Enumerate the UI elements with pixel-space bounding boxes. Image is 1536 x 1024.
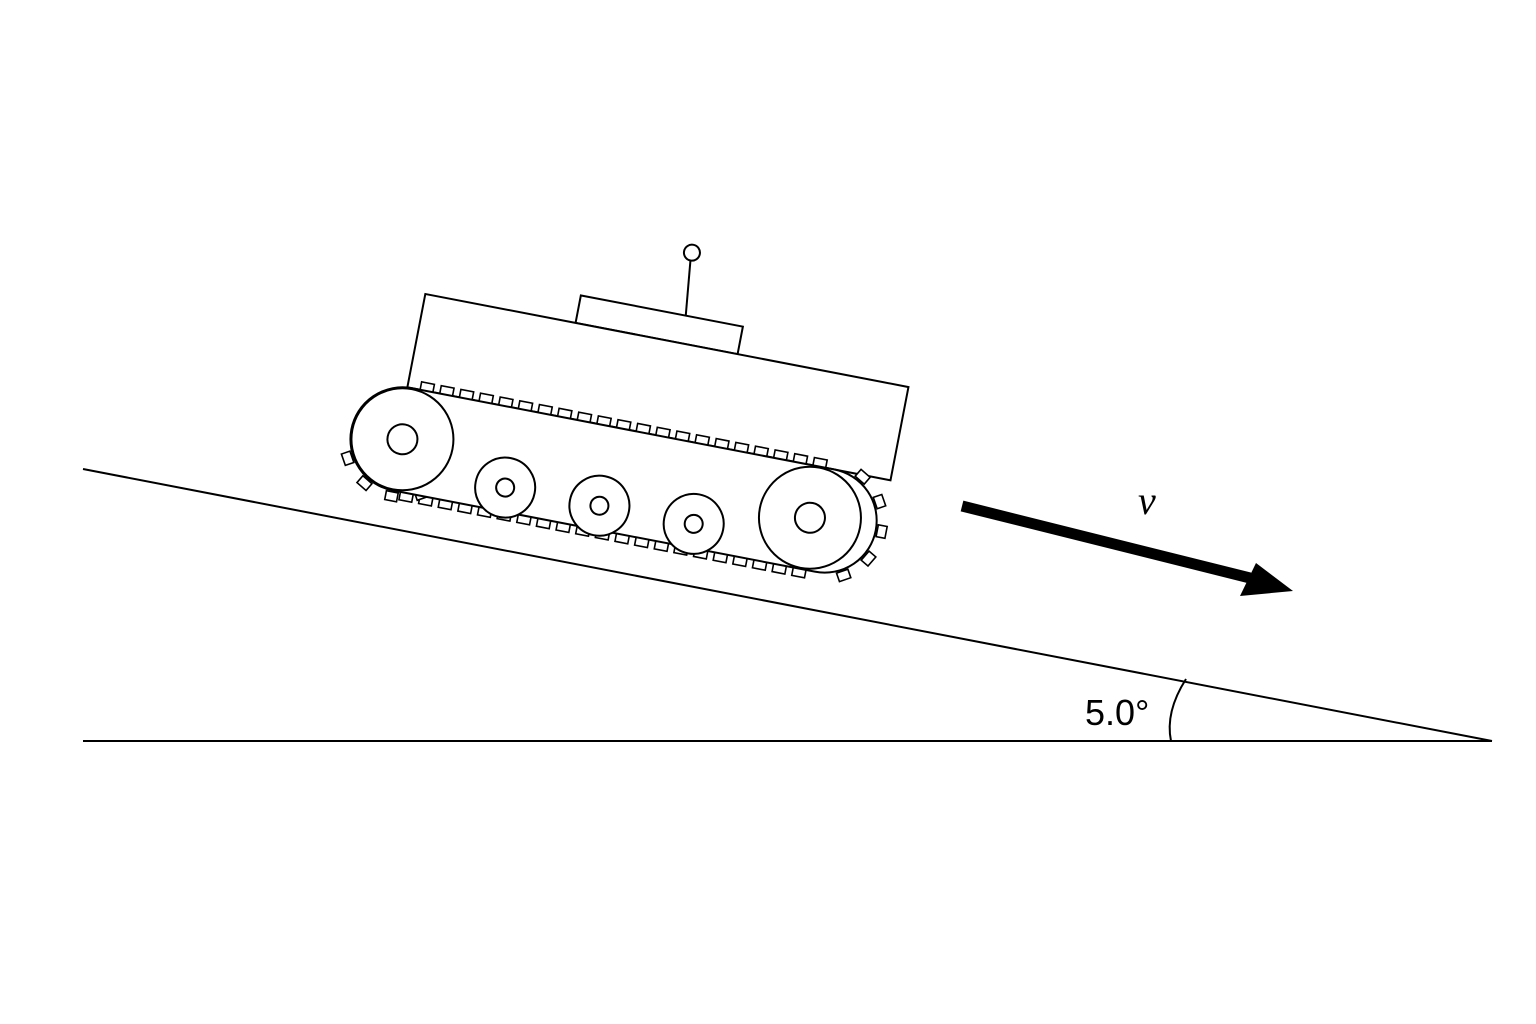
road-wheel-3-hub [683, 513, 704, 534]
incline-surface [82, 468, 1493, 742]
tread-rear [340, 450, 355, 467]
rear-wheel-hub [386, 423, 419, 456]
front-wheel-hub [793, 501, 826, 534]
road-wheel-2-hub [589, 495, 610, 516]
tread-front [835, 568, 852, 583]
tread-front [872, 493, 887, 510]
tracked-vehicle [340, 243, 910, 583]
rear-wheel [350, 387, 455, 492]
velocity-arrowhead [1240, 563, 1293, 596]
tread-front [854, 468, 872, 486]
angle-label: 5.0° [1085, 692, 1149, 733]
tread-rear [355, 474, 374, 492]
tread-front [860, 549, 877, 568]
road-wheel-1 [474, 456, 537, 519]
velocity-arrow-shaft [960, 500, 1252, 584]
front-wheel [757, 465, 862, 570]
velocity-label: v [1138, 478, 1156, 523]
tread-front [875, 523, 889, 540]
angle-arc [1168, 678, 1187, 742]
road-wheel-3 [662, 492, 725, 555]
velocity-arrow [960, 500, 1293, 596]
road-wheel-1-hub [495, 477, 516, 498]
antenna-tip [682, 243, 701, 262]
road-wheel-2 [568, 474, 631, 537]
tread-rear [383, 489, 400, 503]
